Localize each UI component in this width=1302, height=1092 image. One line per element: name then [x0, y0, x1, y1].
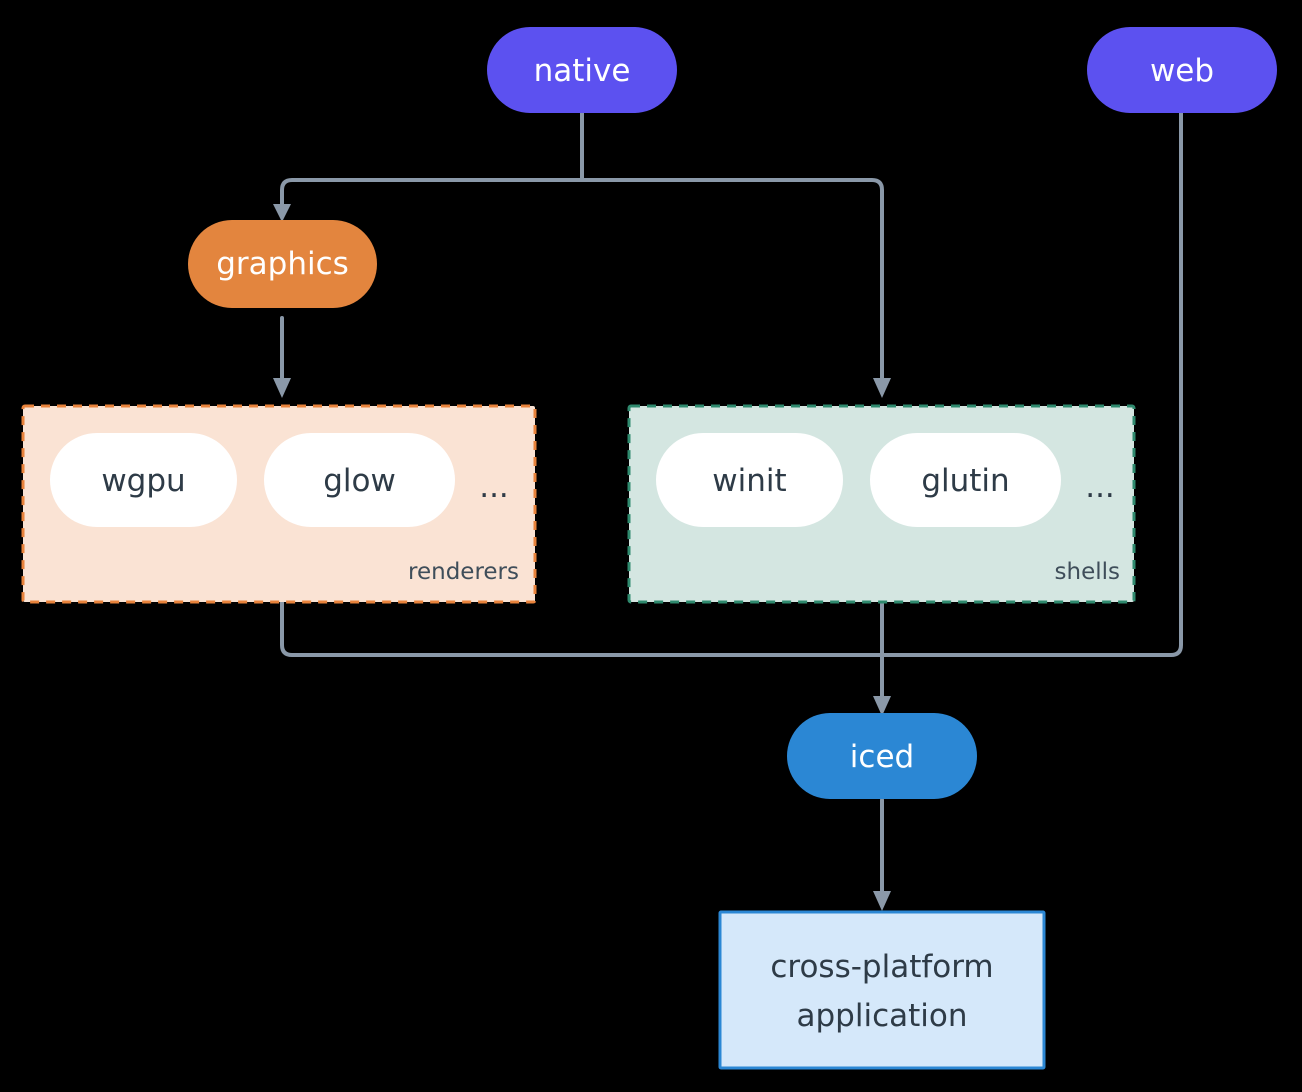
renderer-node-wgpu[interactable] — [50, 433, 237, 527]
node-native-shape[interactable] — [487, 27, 677, 113]
node-iced-shape[interactable] — [787, 713, 977, 799]
shell-node-glutin-label: glutin — [921, 463, 1009, 499]
group-shells[interactable]: winit glutin ... shells — [627, 404, 1136, 604]
shell-node-glutin[interactable] — [870, 433, 1061, 527]
node-application-shape[interactable] — [718, 910, 1046, 1070]
edge-web-to-iced — [880, 110, 1183, 657]
renderer-node-glow-label: glow — [323, 463, 396, 499]
group-renderers[interactable]: wgpu glow ... renderers — [21, 404, 537, 604]
node-iced-label: iced — [850, 739, 914, 775]
node-graphics-label: graphics — [216, 246, 349, 282]
arrow-graphics-to-renderers — [273, 378, 291, 398]
node-native[interactable]: native — [487, 27, 677, 113]
shells-overflow-ellipsis: ... — [1085, 469, 1115, 505]
node-application[interactable]: cross-platform application — [718, 910, 1046, 1070]
node-web-shape[interactable] — [1087, 27, 1277, 113]
node-native-label: native — [534, 53, 631, 89]
node-application-label-line2: application — [797, 998, 968, 1034]
arrow-native-to-shells — [873, 378, 891, 398]
edge-renderers-to-iced — [280, 600, 884, 657]
node-graphics-shape[interactable] — [188, 220, 377, 308]
arrow-native-to-graphics — [273, 204, 291, 222]
renderers-overflow-ellipsis: ... — [479, 469, 509, 505]
renderer-node-wgpu-label: wgpu — [101, 463, 185, 499]
node-application-label-line1: cross-platform — [770, 949, 993, 985]
shell-node-winit[interactable] — [656, 433, 843, 527]
renderers-caption: renderers — [408, 559, 519, 585]
shell-node-winit-label: winit — [712, 463, 786, 499]
arrow-iced-to-application — [873, 891, 891, 911]
node-web-label: web — [1150, 53, 1214, 89]
renderer-node-glow[interactable] — [264, 433, 455, 527]
shells-caption: shells — [1055, 559, 1120, 585]
edge-native-to-graphics — [280, 178, 584, 210]
arrow-bus-to-iced — [873, 696, 891, 716]
node-graphics[interactable]: graphics — [188, 220, 377, 308]
edge-native-to-shells — [580, 178, 884, 382]
edge-layer — [273, 110, 1183, 911]
node-web[interactable]: web — [1087, 27, 1277, 113]
node-iced[interactable]: iced — [787, 713, 977, 799]
